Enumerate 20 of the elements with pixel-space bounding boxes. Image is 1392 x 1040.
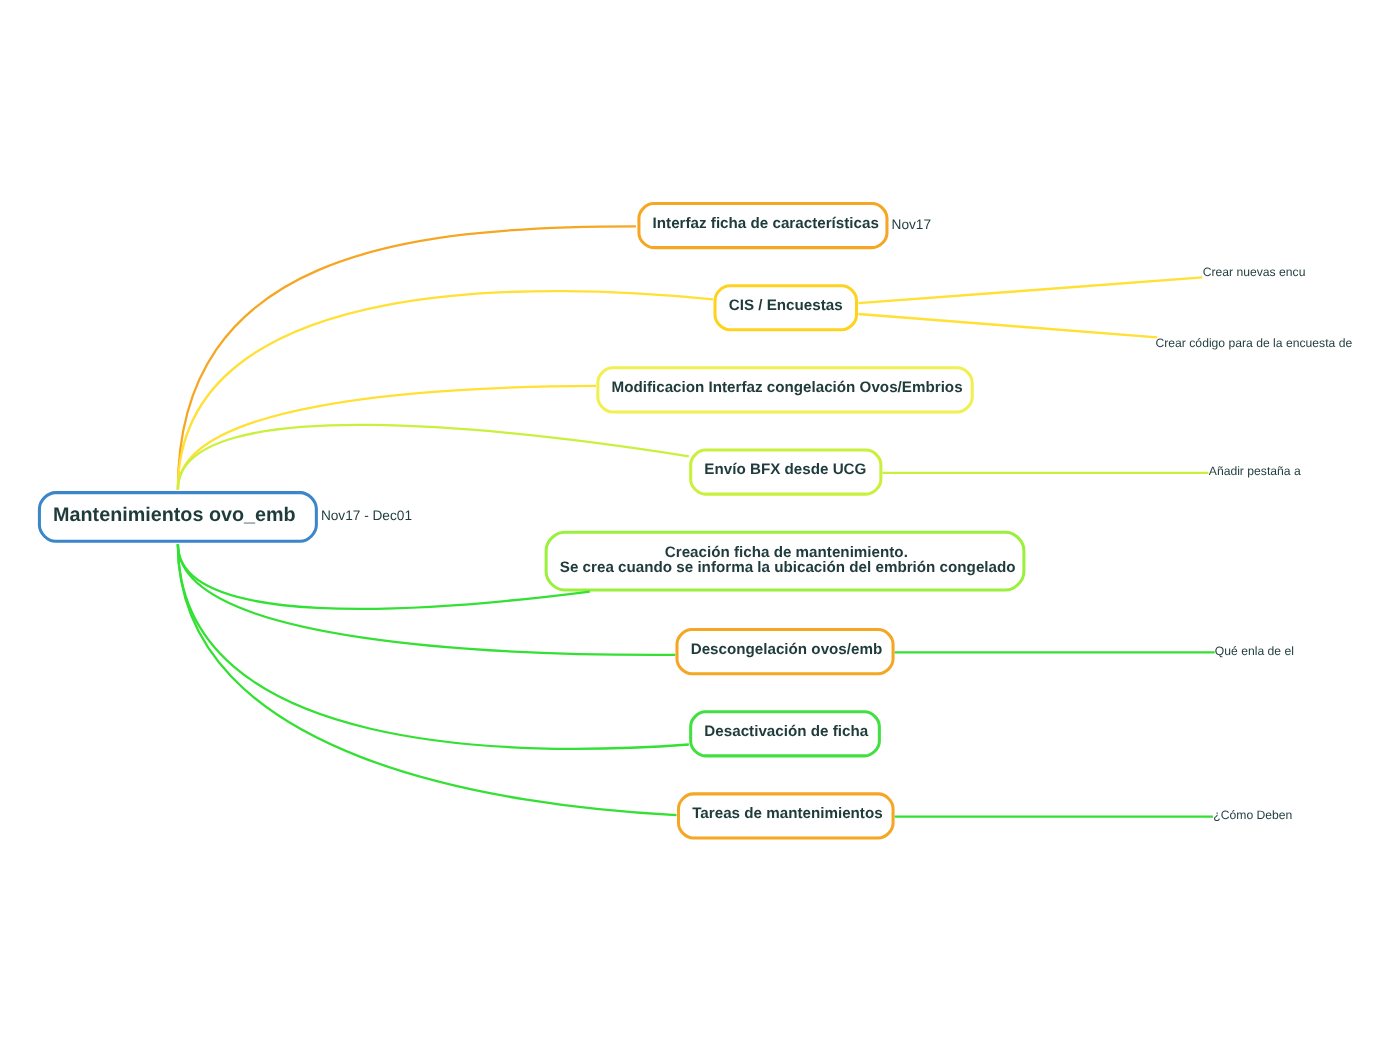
node-box: Interfaz ficha de características [637, 202, 889, 250]
connector [858, 312, 1158, 339]
node-box: CIS / Encuestas [713, 284, 859, 332]
node-box: Descongelación ovos/emb [675, 628, 895, 676]
node-box: Mantenimientos ovo_emb [37, 491, 318, 543]
connector [858, 276, 1203, 305]
connector [894, 651, 1215, 654]
connector [176, 544, 689, 750]
node-box: Modificacion Interfaz congelación Ovos/Embrios [596, 366, 974, 414]
connector [894, 815, 1213, 818]
node-box: Desactivación de ficha [689, 710, 881, 758]
node-box: Envío BFX desde UCG [689, 448, 883, 496]
connector [176, 423, 689, 490]
node-box: Creación ficha de mantenimiento. Se crea cuando se informa la ubicación del embrión congelado [544, 530, 1026, 592]
connector [176, 289, 714, 490]
connector [176, 544, 590, 610]
connector [176, 544, 676, 656]
connector [176, 544, 677, 817]
connector [882, 471, 1209, 474]
node-box: Tareas de mantenimientos [677, 792, 895, 840]
